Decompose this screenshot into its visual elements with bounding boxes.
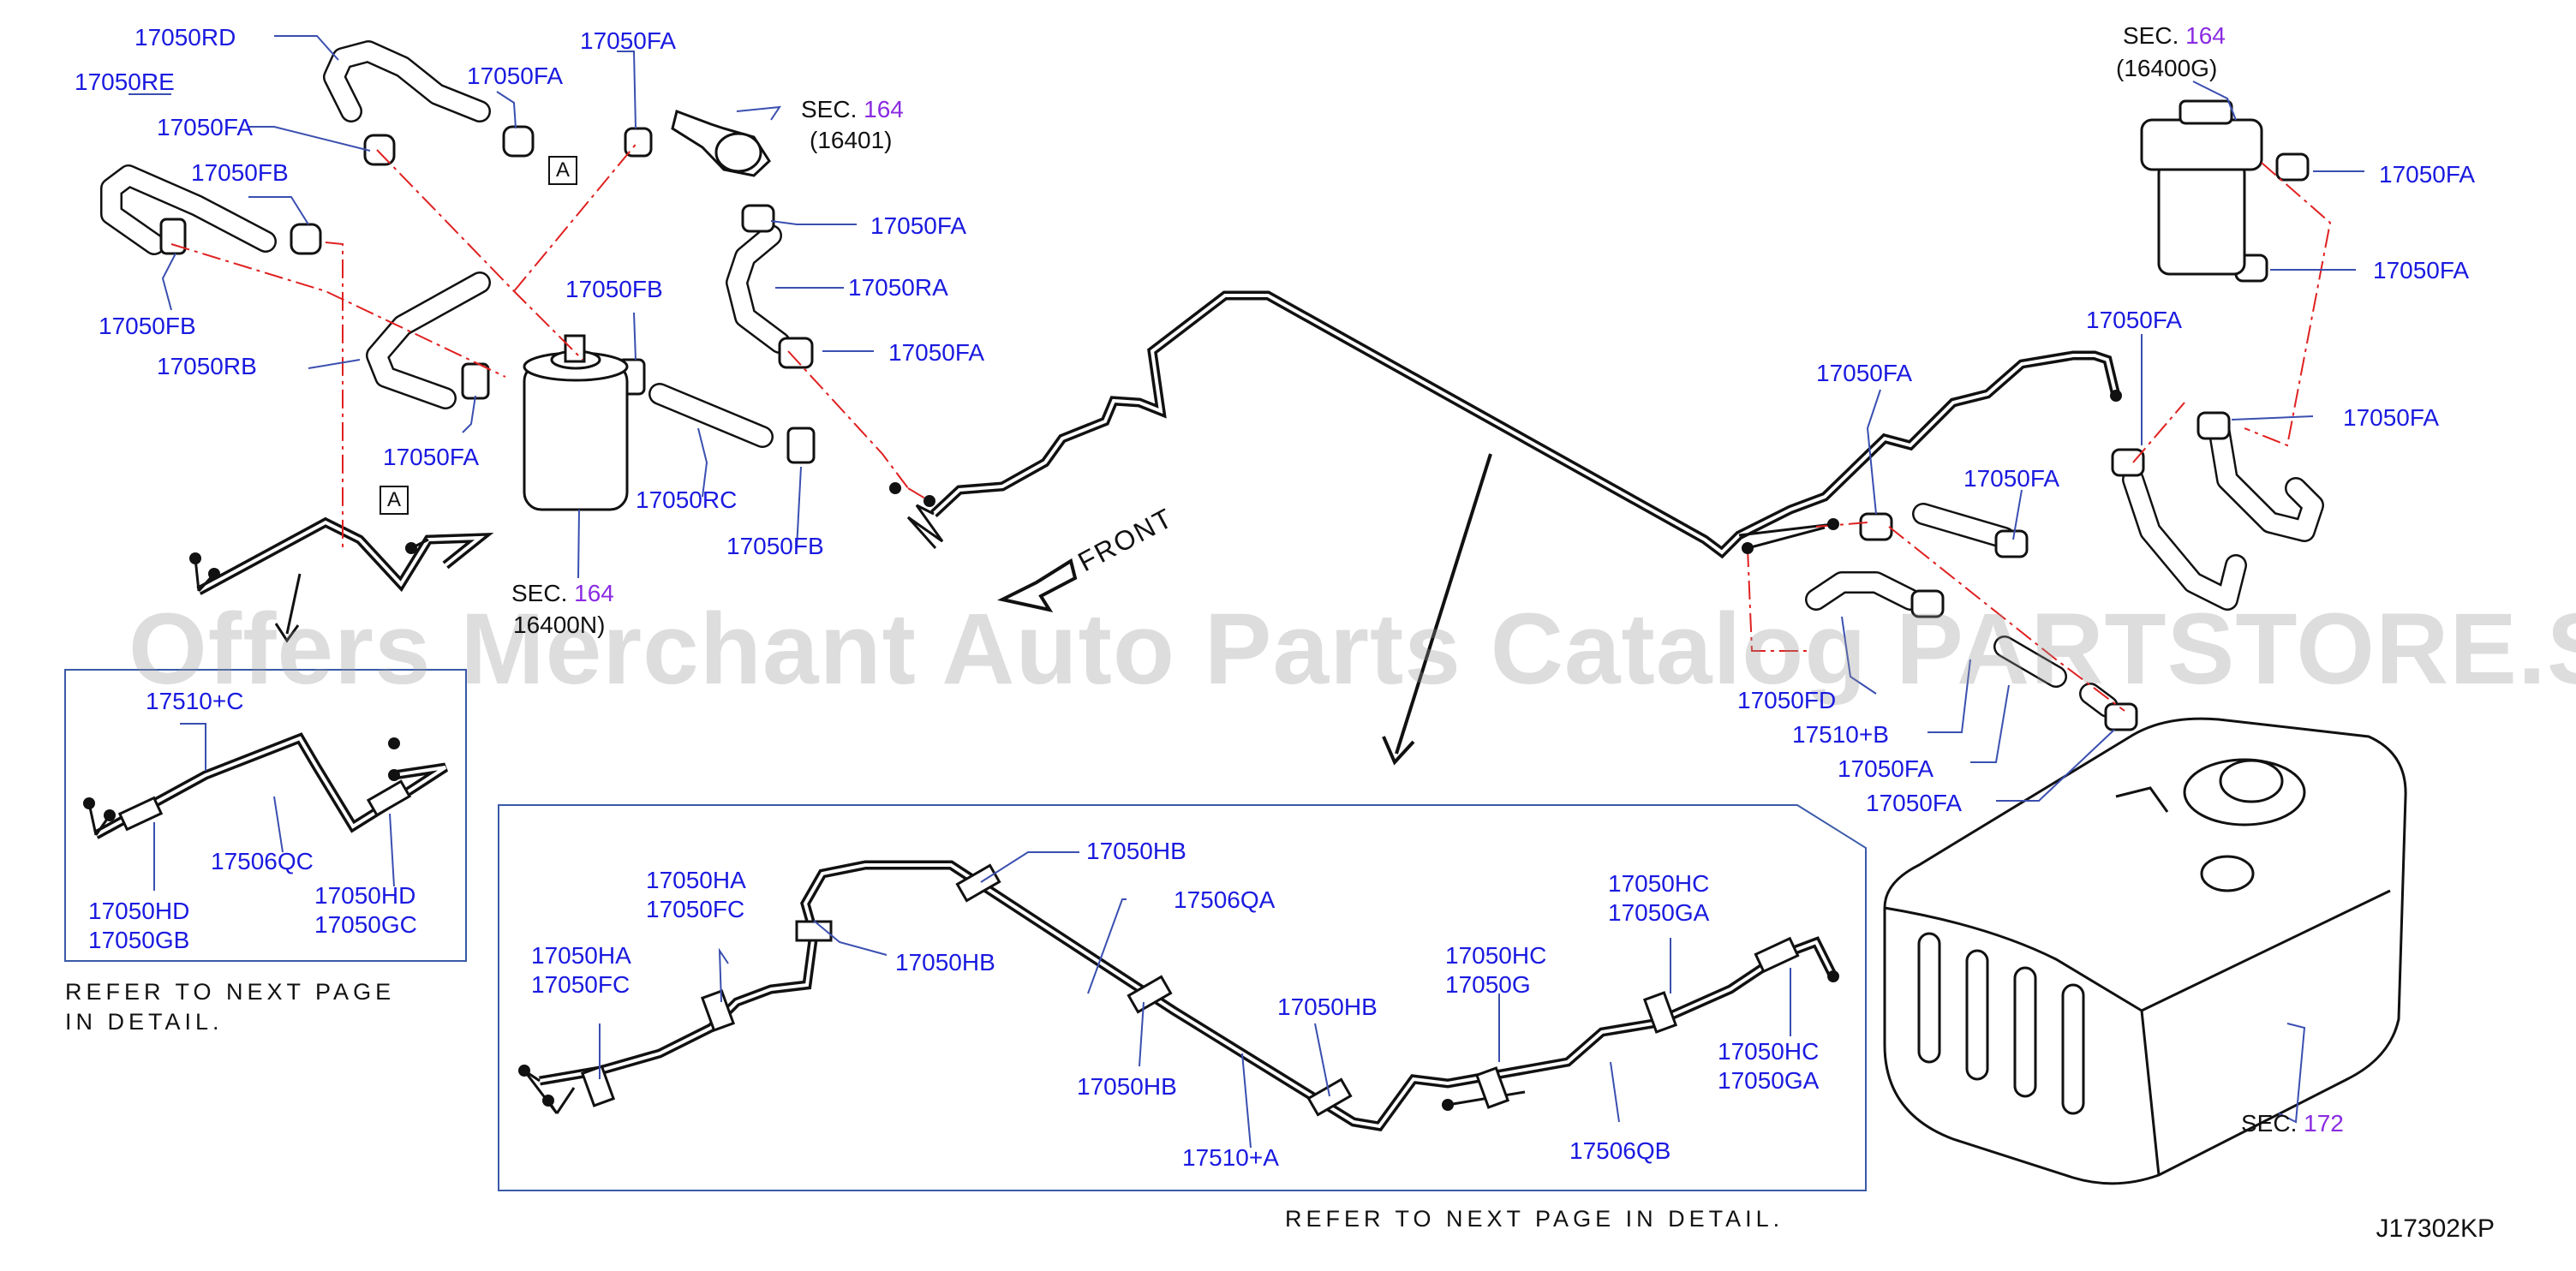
refer-note-line-2: IN DETAIL. bbox=[65, 1009, 224, 1035]
part-label-17050fa: 17050FA bbox=[888, 339, 985, 366]
part-label-17050gb: 17050GB bbox=[88, 927, 190, 953]
part-label-17050fa: 17050FA bbox=[2373, 257, 2470, 283]
detail-box-left bbox=[64, 669, 467, 962]
fuel-filter-center bbox=[523, 334, 629, 511]
main-fuel-tube bbox=[906, 290, 2121, 559]
section-number: 172 bbox=[2304, 1110, 2344, 1137]
section-number: 164 bbox=[864, 96, 904, 122]
part-label-17050hc: 17050HC bbox=[1718, 1038, 1820, 1065]
part-label-17050hd: 17050HD bbox=[88, 898, 190, 924]
part-label-17050hb: 17050HB bbox=[1077, 1073, 1177, 1100]
part-label-17050ga: 17050GA bbox=[1718, 1067, 1820, 1094]
part-label-17050hc: 17050HC bbox=[1445, 942, 1547, 969]
part-label-17506qc: 17506QC bbox=[211, 848, 314, 874]
refer-note-bottom: REFER TO NEXT PAGE IN DETAIL. bbox=[1285, 1206, 1784, 1232]
hoses bbox=[100, 40, 2324, 718]
section-word: SEC. bbox=[2123, 22, 2179, 49]
diagram-code: J17302KP bbox=[2376, 1214, 2495, 1243]
part-label-17050fa: 17050FA bbox=[870, 212, 967, 239]
part-label-17050hb: 17050HB bbox=[1277, 994, 1378, 1020]
part-label-17506qa: 17506QA bbox=[1174, 886, 1276, 913]
part-label-17050g: 17050G bbox=[1445, 971, 1531, 998]
part-label-17050fb: 17050FB bbox=[191, 159, 289, 186]
part-label-17050re: 17050RE bbox=[75, 69, 175, 95]
section-word: SEC. bbox=[801, 96, 858, 122]
part-label-17050fa: 17050FA bbox=[1816, 360, 1913, 386]
part-label-17510b: 17510+B bbox=[1792, 721, 1889, 748]
part-label-17050fb: 17050FB bbox=[565, 276, 663, 302]
part-label-17050fb: 17050FB bbox=[726, 533, 824, 559]
refer-note-line-1: REFER TO NEXT PAGE bbox=[65, 979, 396, 1005]
part-label-17050fa: 17050FA bbox=[467, 63, 564, 89]
part-label-17050gc: 17050GC bbox=[314, 911, 417, 938]
section-word: SEC. bbox=[511, 580, 568, 606]
section-code-16400n: 16400N) bbox=[513, 612, 606, 638]
section-code-16401: (16401) bbox=[810, 127, 893, 153]
part-label-17050fa: 17050FA bbox=[157, 114, 254, 140]
fuel-filter-right bbox=[2140, 99, 2263, 276]
section-code-16400g: (16400G) bbox=[2116, 55, 2218, 81]
part-label-17050fa: 17050FA bbox=[383, 444, 480, 470]
part-label-17510c: 17510+C bbox=[146, 688, 244, 714]
part-label-17050ga: 17050GA bbox=[1608, 899, 1710, 926]
front-arrow-icon bbox=[997, 558, 1078, 612]
part-label-17050hb: 17050HB bbox=[1086, 838, 1186, 864]
part-label-17050fa: 17050FA bbox=[1963, 465, 2060, 492]
part-label-17050ha: 17050HA bbox=[646, 867, 746, 893]
part-label-17050hc: 17050HC bbox=[1608, 870, 1710, 897]
section-number: 164 bbox=[2185, 22, 2226, 49]
part-label-17050rd: 17050RD bbox=[134, 24, 236, 51]
marker-a-left: A bbox=[380, 486, 409, 515]
section-label-16400g: SEC. 164 bbox=[2123, 22, 2226, 50]
part-label-17050fa: 17050FA bbox=[580, 27, 677, 54]
detail-left-tube bbox=[87, 732, 448, 839]
part-label-17506qb: 17506QB bbox=[1569, 1137, 1671, 1164]
part-label-17050ha: 17050HA bbox=[531, 942, 631, 969]
left-tube-section bbox=[194, 516, 494, 595]
watermark: Offers Merchant Auto Parts Catalog PARTS… bbox=[129, 593, 2576, 706]
part-label-17050rb: 17050RB bbox=[157, 353, 257, 379]
section-label-16401: SEC. 164 bbox=[801, 96, 904, 123]
marker-a-top: A bbox=[548, 156, 577, 185]
detail-box-bottom bbox=[498, 804, 1867, 1191]
part-label-17050fb: 17050FB bbox=[99, 313, 196, 339]
arrows bbox=[274, 453, 1492, 766]
part-label-17050fa: 17050FA bbox=[1838, 755, 1934, 782]
detail-bottom-tube bbox=[523, 860, 1838, 1131]
pump-16401 bbox=[671, 110, 771, 177]
part-label-17050fa: 17050FA bbox=[1866, 790, 1963, 816]
part-label-17050fa: 17050FA bbox=[2343, 404, 2440, 431]
part-label-17050fc: 17050FC bbox=[646, 896, 745, 922]
part-label-17050rc: 17050RC bbox=[636, 486, 738, 513]
red-connection-lines bbox=[170, 140, 2332, 712]
connector-dots bbox=[83, 390, 2122, 1111]
section-label-172: SEC. 172 bbox=[2241, 1110, 2344, 1137]
part-label-17050ra: 17050RA bbox=[848, 274, 948, 301]
fuel-tank bbox=[1883, 717, 2407, 1185]
leader-lines bbox=[129, 35, 2364, 1149]
part-label-17050hb: 17050HB bbox=[895, 949, 995, 976]
part-label-17050fc: 17050FC bbox=[531, 971, 631, 998]
part-label-17510a: 17510+A bbox=[1182, 1144, 1279, 1171]
section-label-16400n: SEC. 164 bbox=[511, 580, 614, 607]
section-number: 164 bbox=[574, 580, 614, 606]
part-label-17050fa: 17050FA bbox=[2379, 161, 2476, 188]
part-label-17050fa: 17050FA bbox=[2086, 307, 2183, 333]
part-label-17050fd: 17050FD bbox=[1737, 687, 1837, 713]
section-word: SEC. bbox=[2241, 1110, 2298, 1137]
part-label-17050hd: 17050HD bbox=[314, 882, 416, 909]
